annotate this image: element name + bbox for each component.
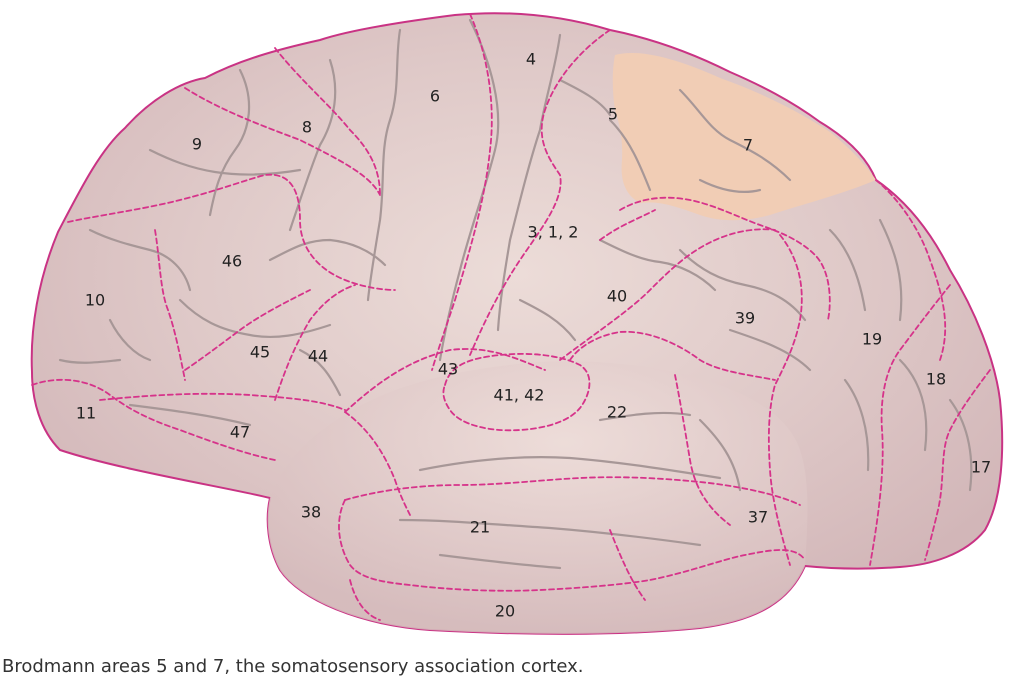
area-45-label: 45 xyxy=(250,343,270,362)
area-20-label: 20 xyxy=(495,602,515,621)
area-19-label: 19 xyxy=(862,330,882,349)
area-47-label: 47 xyxy=(230,423,250,442)
area-41-42-label: 41, 42 xyxy=(494,386,545,405)
association-cortex-highlight xyxy=(612,52,876,221)
area-22-label: 22 xyxy=(607,403,627,422)
figure-caption: Brodmann areas 5 and 7, the somatosensor… xyxy=(2,656,584,677)
area-18-label: 18 xyxy=(926,370,946,389)
area-46-label: 46 xyxy=(222,252,242,271)
brain-diagram: 4 6 5 7 8 9 3, 1, 2 46 10 40 39 19 45 44… xyxy=(30,12,1004,635)
area-7-label: 7 xyxy=(743,136,753,155)
area-5-label: 5 xyxy=(608,105,618,124)
area-10-label: 10 xyxy=(85,291,105,310)
area-9-label: 9 xyxy=(192,135,202,154)
area-17-label: 17 xyxy=(971,458,991,477)
sulci xyxy=(58,18,973,570)
area-4-label: 4 xyxy=(526,50,536,69)
area-40-label: 40 xyxy=(607,287,627,306)
area-3-1-2-label: 3, 1, 2 xyxy=(528,223,579,242)
temporal-lobe-shading xyxy=(267,361,808,634)
area-labels: 4 6 5 7 8 9 3, 1, 2 46 10 40 39 19 45 44… xyxy=(76,50,991,621)
brain-svg: 4 6 5 7 8 9 3, 1, 2 46 10 40 39 19 45 44… xyxy=(30,12,1004,635)
area-39-label: 39 xyxy=(735,309,755,328)
area-6-label: 6 xyxy=(430,87,440,106)
area-44-label: 44 xyxy=(308,347,328,366)
area-11-label: 11 xyxy=(76,404,96,423)
area-43-label: 43 xyxy=(438,360,458,379)
area-21-label: 21 xyxy=(470,518,490,537)
area-37-label: 37 xyxy=(748,508,768,527)
area-boundaries xyxy=(31,13,991,621)
area-38-label: 38 xyxy=(301,503,321,522)
area-8-label: 8 xyxy=(302,118,312,137)
